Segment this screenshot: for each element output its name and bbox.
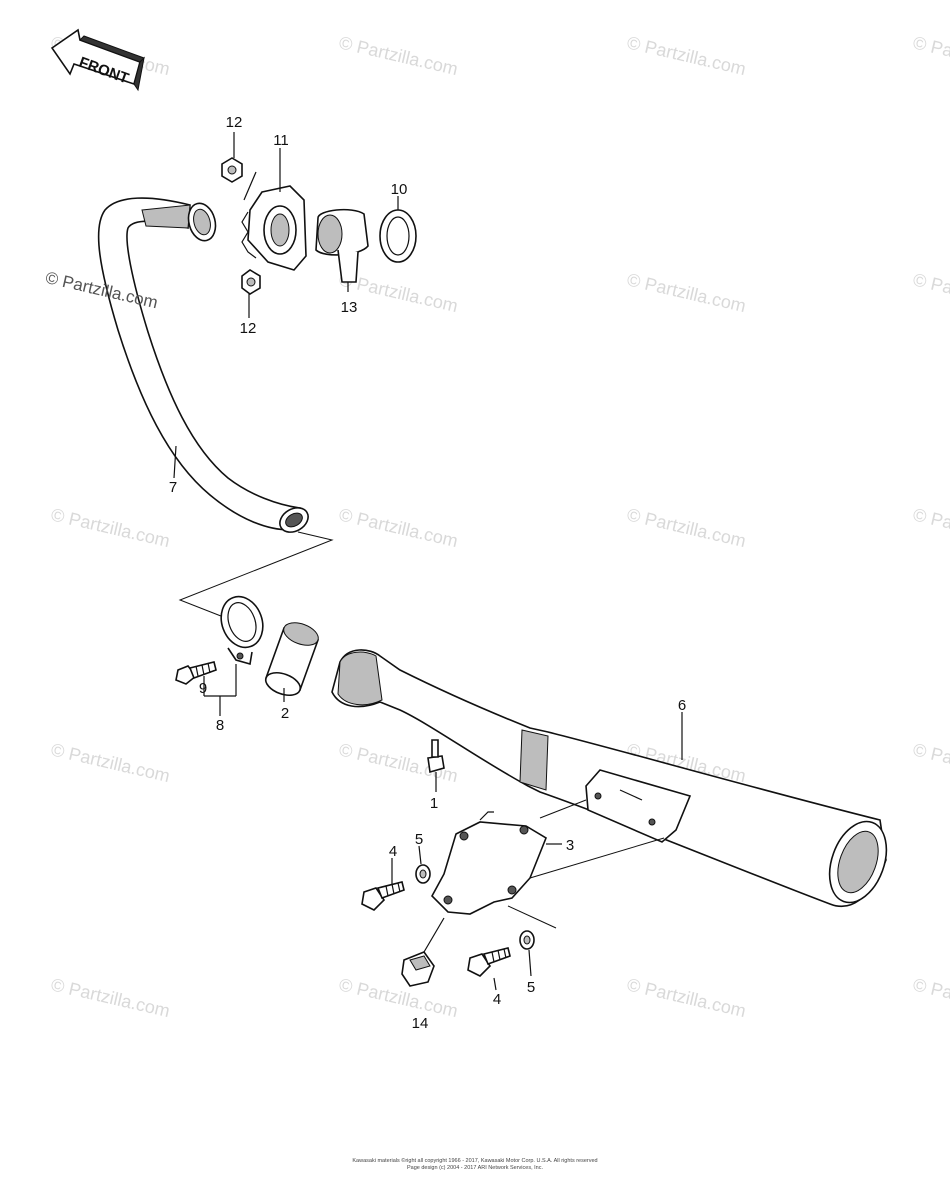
- collar-part: [315, 208, 369, 283]
- clamp-part: [220, 595, 264, 666]
- watermark: © Partzilla.com: [337, 974, 460, 1021]
- watermark: © Partzilla.com: [337, 32, 460, 79]
- callout-3: 3: [566, 837, 574, 854]
- callout-5: 5: [527, 979, 535, 996]
- callout-9: 9: [199, 680, 207, 697]
- watermark: © Partzilla.com: [911, 504, 950, 551]
- bolt-part: [467, 947, 511, 977]
- washer-part: [415, 864, 431, 884]
- washer-part: [519, 930, 535, 950]
- watermark: © Partzilla.com: [49, 739, 172, 786]
- muffler-part: [331, 649, 888, 908]
- watermark: © Partzilla.com: [337, 504, 460, 551]
- watermark: © Partzilla.com: [911, 739, 950, 786]
- watermark: © Partzilla.com: [625, 974, 748, 1021]
- bracket-part: [431, 811, 547, 915]
- callout-5: 5: [415, 831, 423, 848]
- front-arrow-icon: FRONT: [50, 28, 145, 92]
- callout-12: 12: [240, 320, 257, 337]
- callout-labels: 1 2 3 4 4 5 5 6 7 8 9 10 11 12 12 13 14: [169, 114, 686, 1032]
- leader-lines: [173, 132, 683, 991]
- callout-10: 10: [391, 181, 408, 198]
- grommet-part: [401, 951, 435, 987]
- callout-1: 1: [430, 795, 438, 812]
- assembly-guide-line: [529, 837, 665, 879]
- callout-11: 11: [273, 132, 289, 149]
- sleeve-part: [264, 622, 320, 697]
- copyright-line: Page design (c) 2004 - 2017 ARI Network …: [406, 1165, 544, 1171]
- watermark: © Partzilla.com: [911, 269, 950, 316]
- copyright-line: Kawasaki materials ©right all copyright …: [352, 1158, 598, 1164]
- callout-6: 6: [678, 697, 686, 714]
- watermark: © Partzilla.com: [625, 504, 748, 551]
- screw-part: [427, 739, 445, 774]
- watermark: © Partzilla.com: [625, 32, 748, 79]
- callout-14: 14: [412, 1015, 429, 1032]
- callout-13: 13: [341, 299, 358, 316]
- callout-7: 7: [169, 479, 177, 496]
- assembly-guide-line: [507, 905, 557, 929]
- gasket-part: [379, 209, 417, 263]
- bolt-part: [175, 661, 217, 685]
- watermark: © Partzilla.com: [625, 269, 748, 316]
- copyright-notice: Kawasaki materials ©right all copyright …: [0, 1158, 950, 1172]
- watermark: © Partzilla.com: [911, 974, 950, 1021]
- watermark: © Partzilla.com: [49, 504, 172, 551]
- exhaust-flange-part: [241, 185, 307, 271]
- assembly-guide-line: [178, 531, 334, 619]
- callout-2: 2: [281, 705, 289, 722]
- assembly-guide-line: [539, 799, 587, 819]
- bolt-part: [361, 881, 405, 911]
- callout-12: 12: [226, 114, 243, 131]
- callout-4: 4: [389, 843, 397, 860]
- nut-part: [221, 157, 243, 183]
- nut-part: [241, 269, 261, 295]
- exhaust-pipe-part: [97, 197, 309, 533]
- watermark: © Partzilla.com: [49, 974, 172, 1021]
- callout-8: 8: [216, 717, 224, 734]
- watermark: © Partzilla.com: [911, 32, 950, 79]
- callout-4: 4: [493, 991, 501, 1008]
